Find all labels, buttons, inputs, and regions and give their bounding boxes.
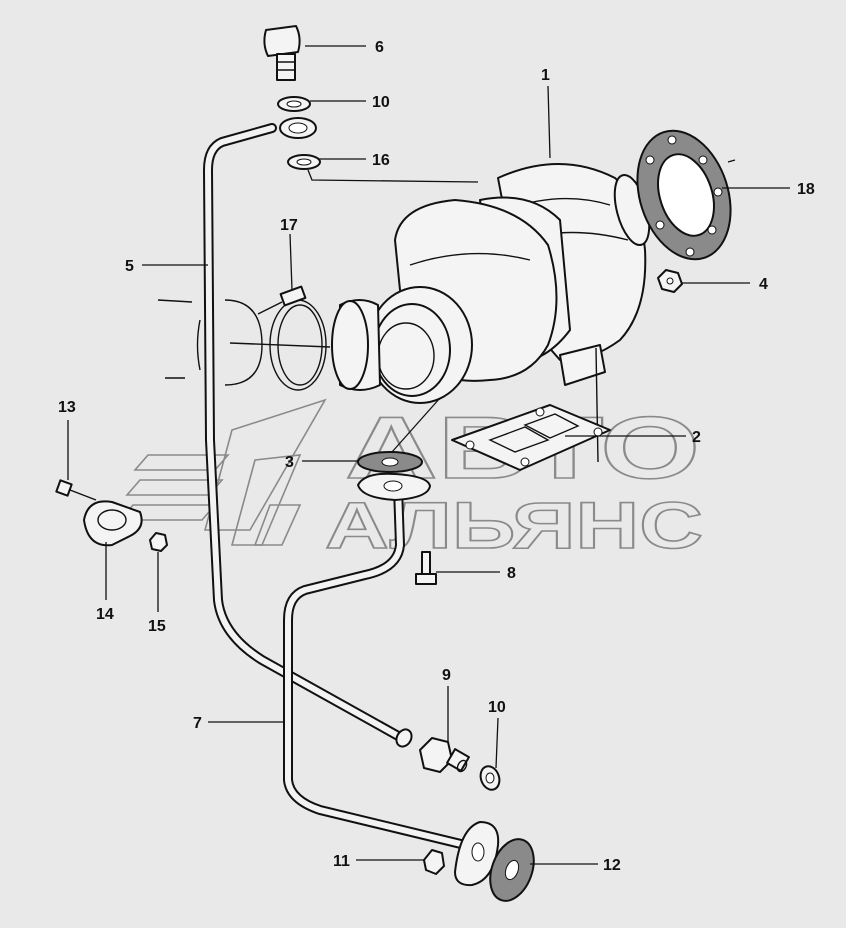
intake-hose	[331, 299, 381, 391]
return-pipe-flange	[357, 472, 431, 501]
sealing-washer-lower	[287, 154, 321, 170]
flange-nut	[657, 269, 683, 293]
callout-1: 1	[541, 67, 550, 84]
callout-6: 6	[375, 39, 384, 56]
callout-13: 13	[58, 399, 76, 416]
exhaust-inlet-gasket	[451, 404, 611, 471]
callout-16: 16	[372, 152, 390, 169]
leader-lines	[67, 45, 790, 865]
return-pipe-lower-flange	[454, 821, 500, 887]
hose-clamp	[257, 285, 327, 391]
callout-12: 12	[603, 857, 621, 874]
callout-8: 8	[507, 565, 516, 582]
callout-2: 2	[692, 429, 701, 446]
flange-bolt	[415, 551, 437, 585]
pipe-clamp	[83, 500, 143, 547]
lower-flange-nut	[423, 849, 445, 875]
callout-17: 17	[280, 217, 298, 234]
callout-18: 18	[797, 181, 815, 198]
oil-feed-pipe	[203, 123, 413, 748]
return-pipe-gasket	[357, 451, 423, 473]
callout-15: 15	[148, 618, 166, 635]
lower-flange-gasket	[489, 838, 535, 902]
turbine-outlet-gasket	[636, 129, 736, 261]
callout-11: 11	[333, 853, 350, 870]
pipe-connector	[419, 737, 470, 773]
callout-numbers: 1 2 3 4 5 6 7 8 9 10 10 11 12 13 14 15 1…	[58, 39, 815, 874]
callout-7: 7	[193, 715, 202, 732]
callout-3: 3	[285, 454, 294, 471]
callout-9: 9	[442, 667, 451, 684]
callout-10-upper: 10	[372, 94, 390, 111]
banjo-fitting	[279, 117, 317, 139]
callout-10-lower: 10	[488, 699, 506, 716]
intake-ring-outline	[157, 299, 331, 386]
pipe-clamp-bolt	[55, 479, 97, 501]
pipe-clamp-nut	[149, 532, 168, 552]
watermark-logo-icon	[118, 398, 327, 546]
callout-14: 14	[96, 606, 114, 623]
sealing-washer-connector	[479, 765, 501, 791]
watermark: АВТО АЛЬЯНС	[118, 397, 704, 563]
banjo-bolt	[263, 25, 301, 81]
oil-return-pipe	[283, 483, 470, 850]
callout-5: 5	[125, 258, 134, 275]
bolt-axis-line	[307, 169, 479, 183]
sealing-washer-upper	[277, 96, 311, 112]
flange-axis-line	[391, 397, 441, 453]
callout-4: 4	[759, 276, 768, 293]
